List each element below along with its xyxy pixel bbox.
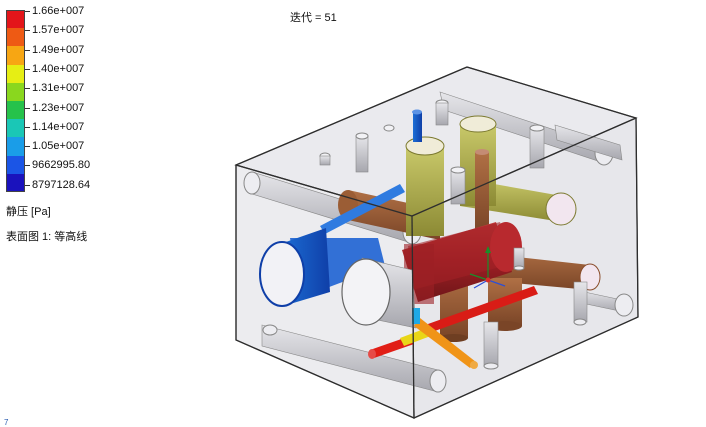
legend-tick [25,107,30,109]
legend-tick [25,184,30,186]
legend-value-label: 1.40e+007 [32,62,85,75]
plot-name: 表面图 1: 等高线 [6,231,88,243]
legend-tick [25,88,30,90]
legend-tick [25,49,30,51]
coordinate-triad-icon: 7 [4,418,9,427]
legend-swatch [6,119,25,138]
colored-small-pipes [368,286,538,369]
legend-value-label: 1.23e+007 [32,101,85,114]
legend-tick [25,126,30,128]
red-main-cylinder [402,222,522,304]
legend-value-label: 1.31e+007 [32,82,85,95]
legend-swatch [6,46,25,66]
blue-inlet-cylinder [259,228,385,307]
blue-pipes [320,109,422,234]
legend-value-label: 1.14e+007 [32,120,85,133]
grey-front-cylinder [341,257,417,329]
iteration-label: 迭代 = 51 [290,12,337,24]
grey-pipes-front [261,247,634,393]
axis-marker-icon [469,246,506,289]
brown-vertical-tube [475,152,489,232]
legend-swatch [6,82,25,102]
legend-value-label: 8797128.64 [32,178,91,191]
legend-value-label: 1.57e+007 [32,24,85,37]
legend-swatch [6,137,25,157]
legend-unit: 静压 [Pa] [6,206,51,218]
legend-swatch [6,173,25,193]
legend-tick [25,146,30,148]
grey-pipes-back [319,91,623,173]
legend-swatch [6,101,25,120]
legend-tick [25,165,30,167]
legend-swatch [6,28,25,47]
legend-tick [25,11,30,12]
legend-tick [25,68,30,70]
legend-value-label: 9662995.80 [32,159,91,172]
legend-swatch [6,64,25,84]
legend-tick [25,30,30,32]
legend-swatch [6,155,25,175]
legend-value-label: 1.49e+007 [32,43,85,56]
legend-swatch [6,10,25,29]
legend-frame [6,10,25,192]
legend-value-label: 1.05e+007 [32,140,85,153]
legend-value-label: 1.66e+007 [32,5,85,17]
